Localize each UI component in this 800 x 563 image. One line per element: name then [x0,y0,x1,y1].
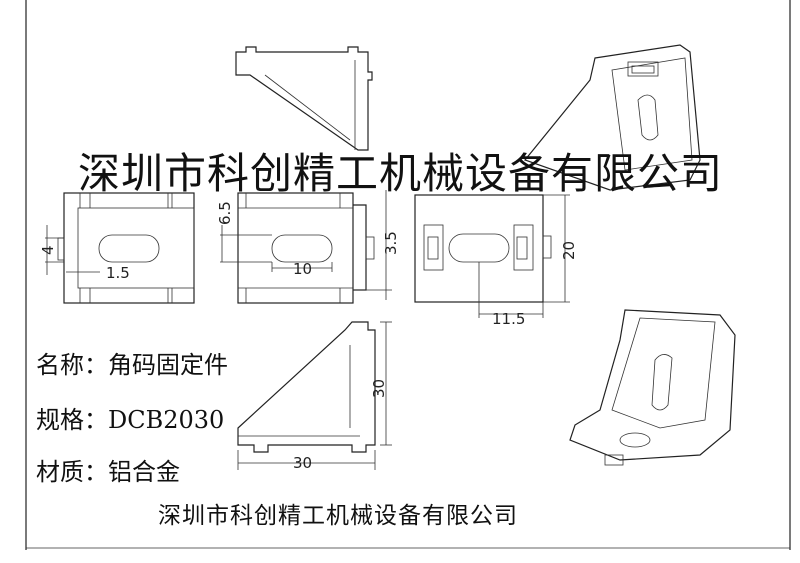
dim-30-vertical: 30 [370,379,388,398]
dim-20: 20 [560,241,578,260]
spec-material-label: 材质： [36,458,108,486]
spec-name-label: 名称： [36,351,108,379]
company-title-large: 深圳市科创精工机械设备有限公司 [78,149,724,198]
front-view-top [235,46,373,151]
spec-name: 名称：角码固定件 [36,345,228,380]
frame-border [25,0,791,550]
spec-model: 规格：DCB2030 [36,400,224,435]
iso-view-bottom [569,309,736,466]
right-view [414,194,570,318]
spec-material-value: 铝合金 [108,458,180,486]
dim-3-5: 3.5 [382,231,400,255]
spec-model-value: DCB2030 [108,406,225,434]
dim-11-5: 11.5 [492,310,525,328]
iso-view-top [523,44,701,191]
spec-name-value: 角码固定件 [108,351,228,379]
dim-10: 10 [293,260,312,278]
company-title-bottom: 深圳市科创精工机械设备有限公司 [158,503,518,529]
side-profile-view [237,321,392,470]
dim-30-horizontal: 30 [293,454,312,472]
dim-4: 4 [39,245,57,255]
middle-view [220,190,392,304]
dim-6-5: 6.5 [216,201,234,225]
left-view [45,192,195,304]
dim-1-5: 1.5 [106,264,130,282]
spec-model-label: 规格： [36,406,108,434]
spec-material: 材质：铝合金 [36,452,180,487]
